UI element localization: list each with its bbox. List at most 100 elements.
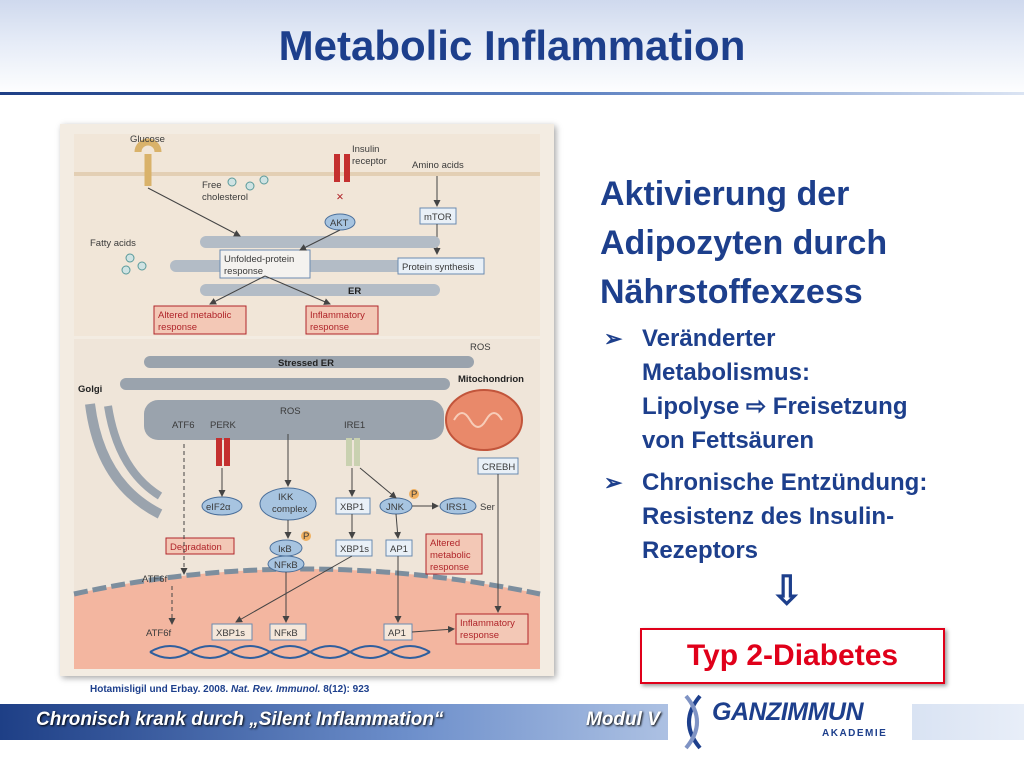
glucose-transporter-icon <box>134 138 162 186</box>
golgi-icon <box>85 403 163 519</box>
label-ikb: IκB <box>278 544 292 555</box>
label-infl-b-2: response <box>460 630 499 641</box>
citation-journal: Nat. Rev. Immunol. <box>230 684 321 695</box>
label-receptor: receptor <box>352 156 387 167</box>
label-altered-1: Altered metabolic <box>158 310 232 321</box>
bullet-line: Chronische Entzündung: <box>642 469 928 496</box>
heading-line: Nährstoffexzess <box>600 273 863 311</box>
irs1-node <box>439 497 477 515</box>
label-irs1: IRS1 <box>446 502 467 513</box>
label-inflam-2: response <box>310 322 349 333</box>
er-stress-pathway-figure: Glucose Insulin receptor ✕ Amino acids F… <box>60 124 554 676</box>
label-ikk-2: complex <box>272 504 308 515</box>
citation: Hotamisligil und Erbay. 2008. Nat. Rev. … <box>90 684 369 695</box>
label-cholesterol: cholesterol <box>202 192 248 203</box>
title-bar <box>0 0 1024 96</box>
label-free: Free <box>202 180 222 191</box>
nucleus <box>74 569 540 669</box>
bullet-inflammation: ➢ Chronische Entzündung: Resistenz des I… <box>604 466 1002 568</box>
label-atf6f-mid: ATF6f <box>142 574 168 585</box>
bullet-line: Veränderter <box>642 325 776 352</box>
bullet-line: Resistenz des Insulin- <box>642 503 895 530</box>
logo-subtitle: AKADEMIE <box>822 728 888 739</box>
eif2a-node <box>201 496 243 516</box>
xbp1s-box-mid <box>335 539 373 557</box>
cholesterol-molecule <box>227 177 237 187</box>
key-message-heading: Aktivierung der Adipozyten durch Nährsto… <box>600 170 1000 317</box>
label-altm-1: Altered <box>430 538 460 549</box>
xbp1-box <box>335 497 371 515</box>
label-atf6f-bot: ATF6f <box>146 628 172 639</box>
label-altm-2: metabolic <box>430 550 471 561</box>
label-nfkb-mid: NFκB <box>274 560 298 571</box>
pathway-diagram: Glucose Insulin receptor ✕ Amino acids F… <box>73 134 541 669</box>
label-ire1: IRE1 <box>344 420 365 431</box>
er-membrane <box>200 236 440 248</box>
label-phospho-2: P <box>303 531 309 542</box>
label-mtor: mTOR <box>424 212 452 223</box>
label-amino-acids: Amino acids <box>412 160 464 171</box>
altered-metabolic-box <box>153 305 247 335</box>
inflammatory-box <box>305 305 379 335</box>
nfkb-box-bot <box>269 623 307 641</box>
dna-helix-icon <box>149 645 431 659</box>
label-fatty-acids: Fatty acids <box>90 238 136 249</box>
label-inflam-1: Inflammatory <box>310 310 365 321</box>
phospho-mark-1 <box>409 489 419 499</box>
citation-authors: Hotamisligil und Erbay. 2008. <box>90 684 231 695</box>
label-phospho-1: P <box>411 489 417 500</box>
label-crebh: CREBH <box>482 462 515 473</box>
label-ros-top: ROS <box>470 342 491 353</box>
label-perk: PERK <box>210 420 237 431</box>
label-atf6: ATF6 <box>172 420 195 431</box>
label-xbp1s-bot: XBP1s <box>216 628 245 639</box>
fatty-acid-molecule <box>125 253 135 263</box>
label-er: ER <box>348 286 361 297</box>
arrow-bullet-icon: ➢ <box>604 470 623 495</box>
perk-receptor-icon <box>216 438 222 466</box>
label-ikk-1: IKK <box>278 492 294 503</box>
label-xbp1s-mid: XBP1s <box>340 544 369 555</box>
result-box: Typ 2-Diabetes <box>640 628 945 684</box>
upper-cell-region <box>74 134 540 336</box>
upr-box <box>219 249 311 279</box>
nuclear-membrane <box>73 566 541 597</box>
bullet-line: Lipolyse ⇨ Freisetzung <box>642 393 908 420</box>
label-ap1-mid: AP1 <box>390 544 408 555</box>
label-protein-synthesis: Protein synthesis <box>402 262 475 273</box>
label-altered-2: response <box>158 322 197 333</box>
mtor-box <box>419 207 457 225</box>
label-stressed-er: Stressed ER <box>278 358 334 369</box>
label-altm-3: response <box>430 562 469 573</box>
label-nfkb-bot: NFκB <box>274 628 298 639</box>
label-insulin: Insulin <box>352 144 379 155</box>
label-infl-b-1: Inflammatory <box>460 618 515 629</box>
insulin-receptor-icon <box>334 154 340 182</box>
degradation-box <box>165 537 235 555</box>
label-eif2a: eIF2α <box>206 502 231 513</box>
label-upr-1: Unfolded-protein <box>224 254 294 265</box>
bullet-line: Rezeptors <box>642 537 759 564</box>
ire1-receptor-icon <box>346 438 352 466</box>
altered-metabolic-box-2 <box>425 533 483 575</box>
label-mitochondrion: Mitochondrion <box>458 374 524 385</box>
inflammatory-box-bottom <box>455 613 529 645</box>
bullet-line: Metabolismus: <box>642 359 811 386</box>
label-golgi: Golgi <box>78 384 102 395</box>
footer-module: Modul V <box>586 709 660 730</box>
down-arrow-icon: ⇩ <box>770 569 804 613</box>
protein-synthesis-box <box>397 257 485 275</box>
label-ap1-bot: AP1 <box>388 628 406 639</box>
label-ser: Ser <box>480 502 495 513</box>
label-ros-mid: ROS <box>280 406 301 417</box>
label-upr-2: response <box>224 266 263 277</box>
heading-line: Adipozyten durch <box>600 224 888 262</box>
title-underline <box>0 92 1024 95</box>
footer-series-title: Chronisch krank durch „Silent Inflammati… <box>36 709 444 730</box>
bullet-metabolism: ➢ Veränderter Metabolismus: Lipolyse ⇨ F… <box>604 322 1002 458</box>
stressed-er-membrane <box>144 356 474 368</box>
bullet-line: von Fettsäuren <box>642 427 815 454</box>
citation-volume: 8(12): 923 <box>320 684 370 695</box>
xbp1s-box-bot <box>211 623 253 641</box>
logo-helix-icon <box>684 694 702 750</box>
